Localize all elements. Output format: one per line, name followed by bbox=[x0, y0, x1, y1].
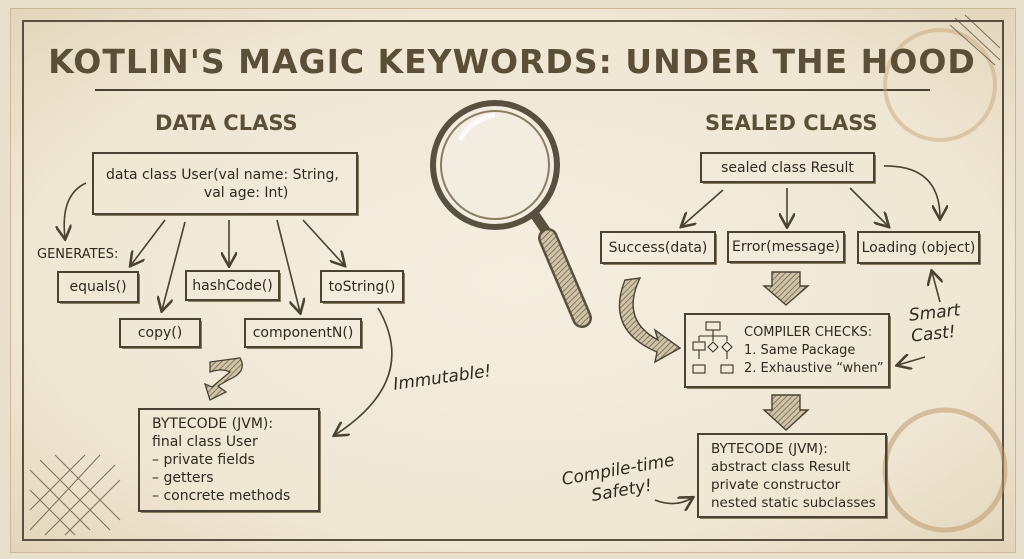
method-hashcode: hashCode() bbox=[185, 270, 280, 301]
method-componentn: componentN() bbox=[244, 318, 362, 348]
method-copy: copy() bbox=[119, 318, 201, 348]
curved-arrow-icon bbox=[618, 277, 682, 364]
down-arrow-icon bbox=[762, 394, 810, 431]
compiler-checks-box: COMPILER CHECKS: 1. Same Package 2. Exha… bbox=[684, 313, 890, 388]
sealed-class-declaration-box: sealed class Result bbox=[700, 152, 875, 183]
crosshatch-decoration bbox=[29, 14, 1001, 536]
border-frame bbox=[22, 20, 1004, 541]
sealed-class-heading: SEALED CLASS bbox=[705, 111, 878, 135]
page-title: KOTLIN'S MAGIC KEYWORDS: UNDER THE HOOD bbox=[48, 42, 976, 81]
coffee-stain bbox=[882, 407, 1008, 533]
subclass-success: Success(data) bbox=[600, 231, 716, 264]
data-class-heading: DATA CLASS bbox=[155, 111, 298, 135]
method-equals: equals() bbox=[57, 271, 139, 303]
down-arrow-icon bbox=[762, 271, 810, 306]
sealed-class-bytecode-box: BYTECODE (JVM): abstract class Result pr… bbox=[697, 433, 887, 518]
coffee-stain bbox=[883, 28, 997, 142]
method-tostring: toString() bbox=[320, 270, 404, 303]
subclass-loading: Loading (object) bbox=[857, 231, 980, 264]
twisted-arrow-icon bbox=[203, 357, 243, 401]
magnifying-glass-icon bbox=[430, 100, 592, 328]
data-class-bytecode-box: BYTECODE (JVM): final class User – priva… bbox=[138, 408, 320, 512]
subclass-error: Error(message) bbox=[727, 231, 845, 263]
smart-cast-annotation: Smart Cast! bbox=[907, 300, 962, 347]
data-class-declaration-box: data class User(val name: String, val ag… bbox=[92, 152, 358, 215]
flowchart-icon bbox=[692, 321, 734, 374]
generates-label: GENERATES: bbox=[37, 247, 119, 262]
paper-background bbox=[10, 8, 1016, 553]
